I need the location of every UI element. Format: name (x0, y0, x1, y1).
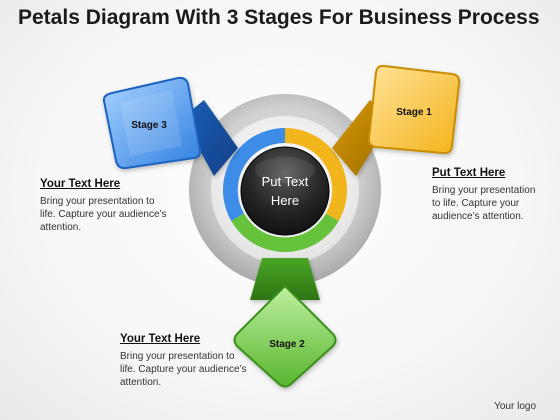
left-text-body: Bring your presentation to life. Capture… (40, 196, 167, 233)
right-text-body: Bring your presentation to life. Capture… (432, 185, 536, 222)
left-text-heading: Your Text Here (40, 178, 121, 190)
page-title: Petals Diagram With 3 Stages For Busines… (18, 6, 540, 29)
stage-1-arc (285, 128, 348, 221)
stage-3-arc (222, 128, 285, 221)
stage-2-arc (231, 213, 339, 253)
right-text-heading: Put Text Here (432, 167, 506, 179)
bottom-text-body: Bring your presentation to life. Capture… (120, 351, 247, 388)
stage-3-petal (102, 76, 238, 176)
stage-1-label: Stage 1 (396, 107, 432, 118)
stage-3-label: Stage 3 (131, 120, 167, 131)
bottom-text-block: Your Text Here Bring your presentation t… (120, 333, 250, 389)
stage-2-label: Stage 2 (269, 339, 305, 350)
right-text-block: Put Text Here Bring your presentation to… (432, 167, 544, 223)
left-text-block: Your Text Here Bring your presentation t… (40, 178, 170, 234)
center-label-line2: Here (271, 193, 299, 208)
bottom-text-heading: Your Text Here (120, 333, 201, 345)
stage-2-petal (233, 258, 337, 388)
stage-1-petal (332, 64, 461, 176)
center-circle (240, 146, 330, 236)
center-label-line1: Put Text (262, 174, 309, 189)
logo-text: Your logo (494, 401, 536, 412)
